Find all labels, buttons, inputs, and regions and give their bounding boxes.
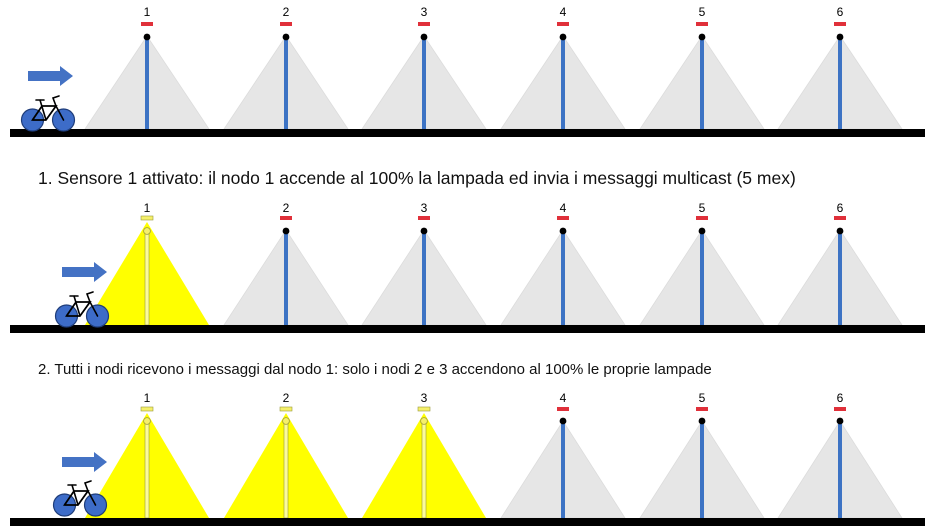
lamp-pole [284, 37, 288, 129]
lamp-head [140, 406, 154, 412]
sensor-dot [559, 33, 567, 41]
lamp-head [557, 216, 569, 220]
lamp-head [279, 406, 293, 412]
panel-step-2: 1 2 3 4 5 6 [10, 391, 925, 526]
lamp-head [557, 407, 569, 411]
node-label: 5 [699, 201, 706, 215]
lamp-pole [700, 231, 704, 325]
road-ground [10, 129, 925, 137]
node-label: 3 [421, 201, 428, 215]
sensor-dot [143, 417, 151, 425]
lamp-head [834, 22, 846, 26]
lamp-head [418, 22, 430, 26]
sensor-dot [559, 417, 567, 425]
lamp-pole [145, 37, 149, 129]
lamp-pole [144, 420, 150, 519]
node-label: 2 [283, 201, 290, 215]
lamp-head [280, 22, 292, 26]
bike-frame [30, 95, 65, 121]
lamp-pole [283, 420, 289, 519]
lamp-head [140, 215, 154, 221]
node-label: 4 [560, 201, 567, 215]
lamp-pole [700, 37, 704, 129]
lamp-pole [144, 230, 150, 326]
node-label: 1 [144, 201, 151, 215]
sensor-dot [420, 417, 428, 425]
lamp-head [557, 22, 569, 26]
node-label: 5 [699, 391, 706, 405]
sensor-dot [420, 227, 428, 235]
lamp-pole [284, 231, 288, 325]
lamp-head [417, 406, 431, 412]
sensor-dot [836, 417, 844, 425]
sensor-dot [143, 33, 151, 41]
node-label: 3 [421, 391, 428, 405]
lamp-head [280, 216, 292, 220]
node-label: 1 [144, 391, 151, 405]
node-label: 3 [421, 5, 428, 19]
lamp-head [418, 216, 430, 220]
node-label: 1 [144, 5, 151, 19]
panel-step-1: 1 2 3 4 5 6 [10, 201, 925, 333]
sensor-dot [698, 33, 706, 41]
lamp-pole [561, 421, 565, 518]
lamp-pole [838, 231, 842, 325]
direction-arrow [62, 262, 107, 282]
lamp-head [696, 216, 708, 220]
node-label: 2 [283, 391, 290, 405]
lamp-pole [561, 231, 565, 325]
sensor-dot [282, 417, 290, 425]
lamp-pole [838, 37, 842, 129]
sensor-dot [698, 417, 706, 425]
step-2-caption: 2. Tutti i nodi ricevono i messaggi dal … [38, 361, 712, 378]
sensor-dot [559, 227, 567, 235]
lamp-pole [700, 421, 704, 518]
lamp-pole [421, 420, 427, 519]
sensor-dot [836, 227, 844, 235]
road-ground [10, 325, 925, 333]
lamp-pole [422, 37, 426, 129]
bike-frame [62, 480, 97, 506]
lamp-pole [561, 37, 565, 129]
road-ground [10, 518, 925, 526]
sensor-dot [282, 33, 290, 41]
node-label: 6 [837, 391, 844, 405]
node-label: 4 [560, 5, 567, 19]
node-label: 4 [560, 391, 567, 405]
sensor-dot [698, 227, 706, 235]
sensor-dot [836, 33, 844, 41]
node-label: 6 [837, 5, 844, 19]
lamp-head [141, 22, 153, 26]
sensor-dot [282, 227, 290, 235]
lamp-pole [422, 231, 426, 325]
lamp-head [696, 22, 708, 26]
lamp-head [696, 407, 708, 411]
sensor-dot [143, 227, 151, 235]
node-label: 5 [699, 5, 706, 19]
direction-arrow [28, 66, 73, 86]
node-label: 6 [837, 201, 844, 215]
sensor-dot [420, 33, 428, 41]
panel-initial: 1 2 3 4 5 6 [10, 5, 925, 137]
bike-frame [64, 291, 99, 317]
lamp-head [834, 407, 846, 411]
node-label: 2 [283, 5, 290, 19]
direction-arrow [62, 452, 107, 472]
step-1-caption: 1. Sensore 1 attivato: il nodo 1 accende… [38, 168, 796, 188]
lamp-pole [838, 421, 842, 518]
lamp-head [834, 216, 846, 220]
